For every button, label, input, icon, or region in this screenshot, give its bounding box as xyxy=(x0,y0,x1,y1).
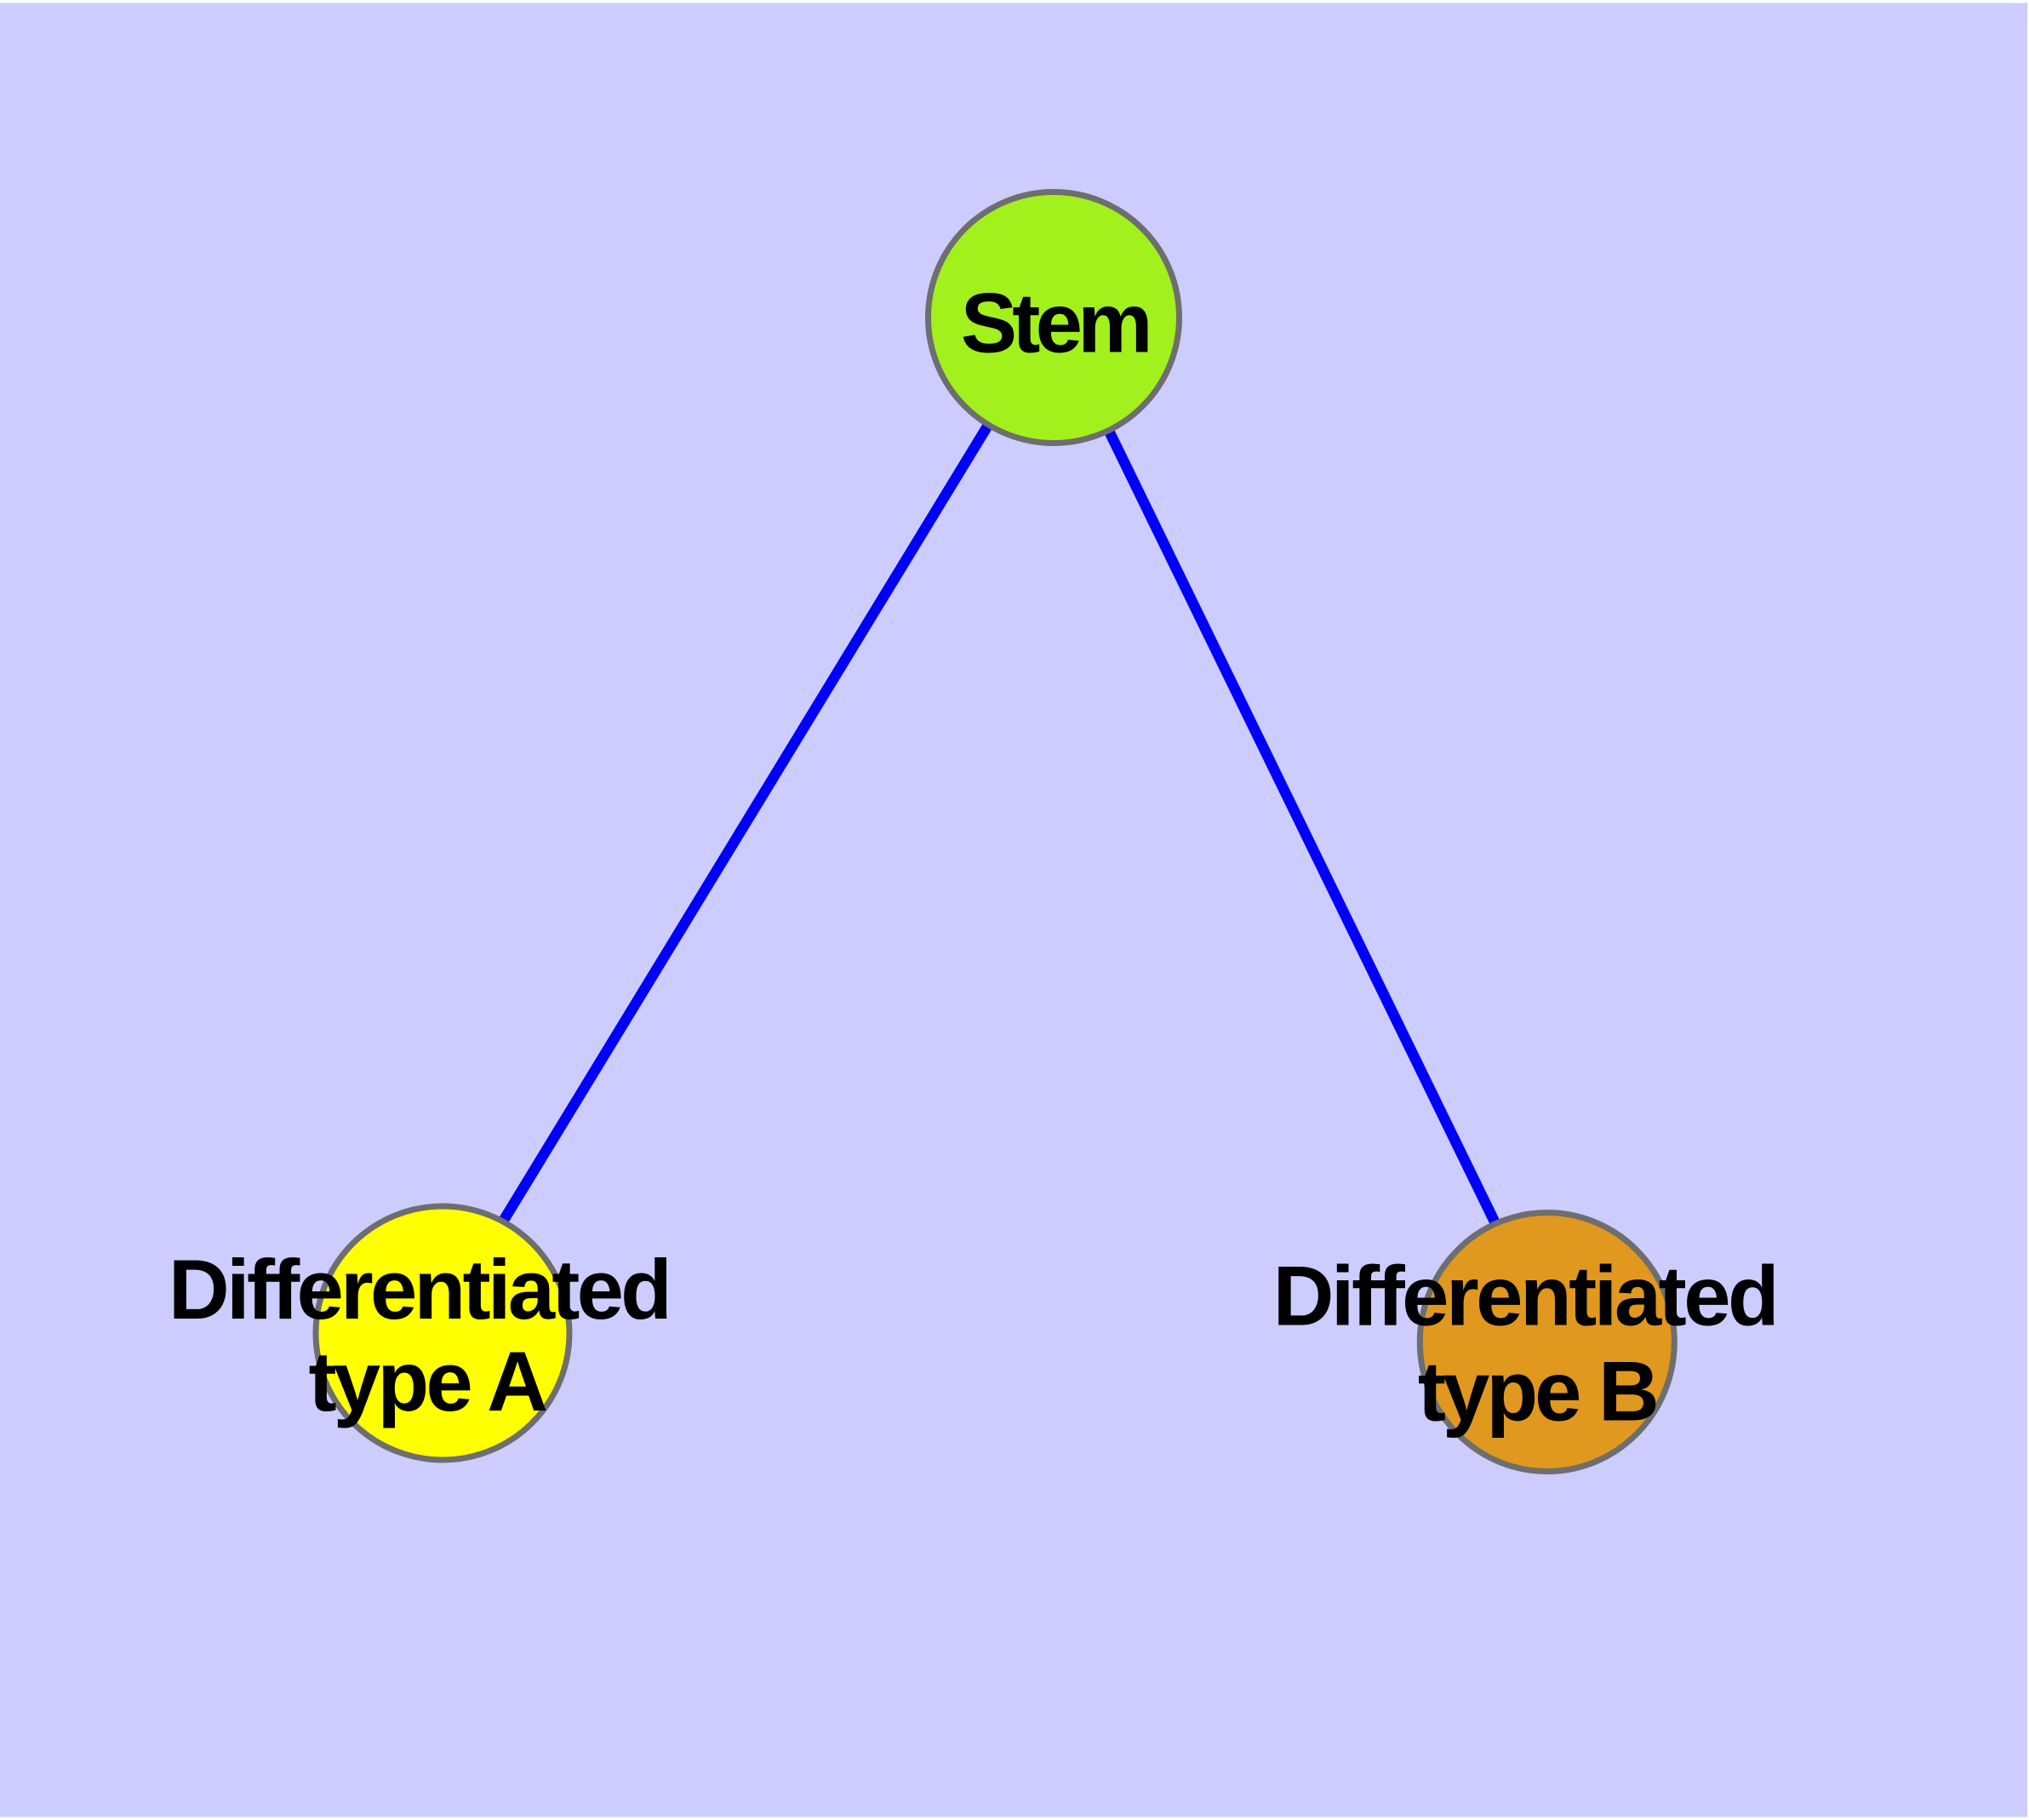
svg-text:type B: type B xyxy=(1418,1345,1660,1439)
svg-text:type A: type A xyxy=(308,1335,548,1429)
svg-text:Stem: Stem xyxy=(961,277,1153,371)
svg-text:Differentiated: Differentiated xyxy=(1273,1250,1780,1344)
svg-text:Differentiated: Differentiated xyxy=(169,1243,672,1337)
